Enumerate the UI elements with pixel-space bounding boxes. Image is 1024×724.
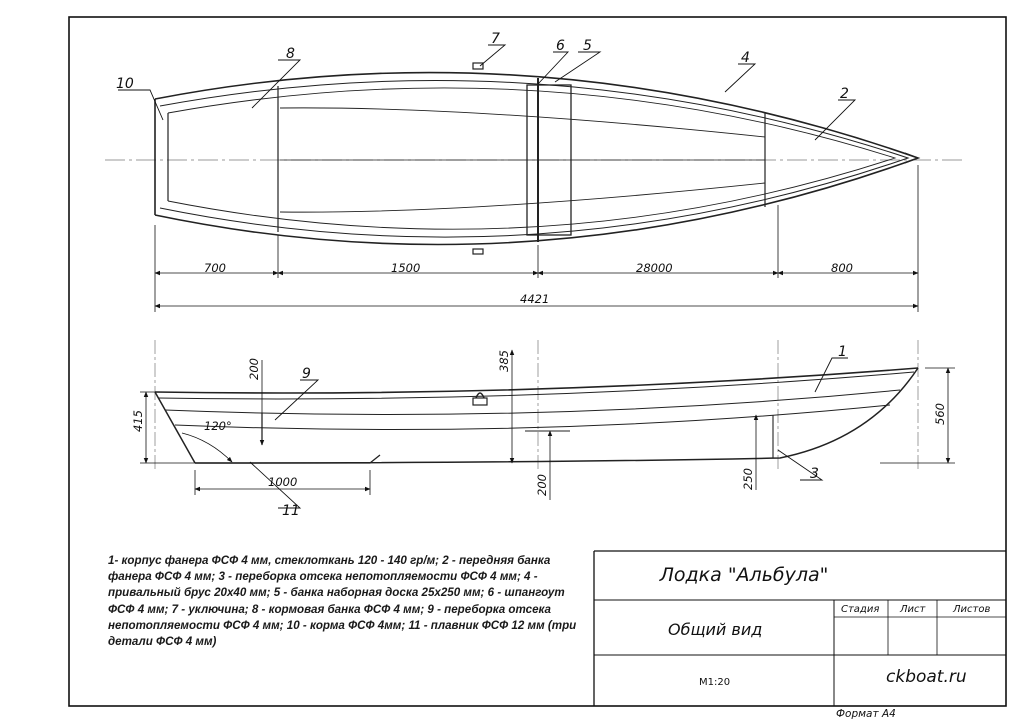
callout-7: 7	[491, 31, 500, 47]
oarlock	[472, 62, 484, 70]
drawing-subtitle: Общий вид	[668, 620, 763, 639]
plan-leaders	[118, 44, 857, 141]
callout-5: 5	[583, 38, 592, 54]
site-name: ckboat.ru	[886, 667, 967, 687]
dim-side-200-b: 200	[535, 474, 549, 496]
callout-11: 11	[282, 503, 300, 519]
callout-9: 9	[302, 366, 311, 382]
callout-2: 2	[840, 86, 849, 102]
side-view	[154, 340, 919, 470]
keel-line	[194, 367, 919, 464]
dim-1500: 1500	[391, 261, 420, 275]
title-block-frame	[593, 550, 1006, 706]
middle-seat	[526, 84, 572, 236]
drawing-title: Лодка "Альбула"	[659, 564, 829, 586]
side-dimensions	[140, 349, 955, 500]
side-leaders	[249, 357, 848, 509]
drawing-scale: М1:20	[699, 677, 731, 688]
sheer-line	[154, 367, 919, 394]
dim-4421: 4421	[520, 292, 549, 306]
gunwale-inner	[159, 79, 910, 238]
col-sheet: Лист	[900, 604, 926, 615]
dim-side-415: 415	[131, 410, 145, 432]
dim-800: 800	[831, 261, 853, 275]
callout-6: 6	[556, 38, 565, 54]
oarlock-side	[472, 397, 488, 406]
dim-side-250: 250	[741, 468, 755, 490]
callout-1: 1	[838, 344, 847, 360]
dim-side-385: 385	[497, 350, 511, 372]
col-sheets: Листов	[953, 604, 991, 615]
callout-10: 10	[116, 76, 134, 92]
transom-side	[154, 391, 196, 464]
skeg	[195, 454, 381, 464]
hull-inner	[167, 87, 897, 230]
callout-3: 3	[810, 466, 819, 482]
dim-28000: 28000	[636, 261, 673, 275]
dim-side-200-a: 200	[247, 358, 261, 380]
col-stage: Стадия	[841, 604, 880, 615]
dim-700: 700	[204, 261, 226, 275]
angle-120: 120°	[204, 419, 232, 433]
callout-4: 4	[741, 50, 750, 66]
plan-view	[105, 62, 965, 255]
chine-line	[164, 389, 901, 415]
dim-side-560: 560	[933, 403, 947, 425]
callout-8: 8	[286, 46, 295, 62]
plan-dimensions	[154, 165, 919, 312]
sheet-frame	[68, 16, 1007, 707]
sheet-format: Формат А4	[836, 708, 896, 720]
parts-legend: 1- корпус фанера ФСФ 4 мм, стеклоткань 1…	[108, 554, 577, 649]
